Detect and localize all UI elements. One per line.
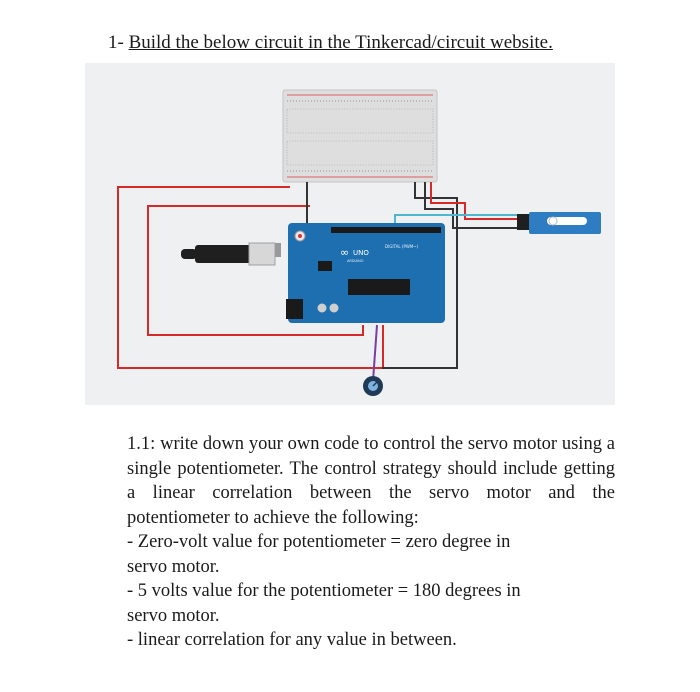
- instructions-text: 1.1: write down your own code to control…: [127, 432, 615, 653]
- wire-black-pot: [382, 182, 458, 369]
- bullet-item: - 5 volts value for the potentiometer = …: [127, 581, 521, 601]
- arduino-board: DIGITAL (PWM~) ∞ UNO ARDUINO: [273, 223, 445, 323]
- wire-red-inner: [147, 205, 364, 336]
- circuit-diagram: DIGITAL (PWM~) ∞ UNO ARDUINO: [85, 63, 615, 405]
- wire-red-servo: [430, 182, 517, 220]
- bullet-item: - Zero-volt value for potentiometer = ze…: [127, 532, 511, 552]
- potentiometer: [363, 376, 383, 396]
- heading-title: Build the below circuit in the Tinkercad…: [128, 32, 553, 53]
- task-paragraph: 1.1: write down your own code to control…: [127, 434, 615, 528]
- board-label: UNO: [353, 249, 369, 257]
- board-subtitle: DIGITAL (PWM~): [385, 244, 419, 249]
- servo-motor: [517, 212, 601, 234]
- usb-cable: [181, 242, 276, 266]
- section-heading: 1- Build the below circuit in the Tinker…: [108, 31, 553, 55]
- bullet-item-continuation: servo motor.: [127, 556, 220, 577]
- wire-purple-pot: [372, 324, 378, 382]
- board-brand: ARDUINO: [347, 259, 364, 263]
- infinity-logo-icon: ∞: [340, 246, 349, 259]
- bullet-item: - linear correlation for any value in be…: [127, 630, 457, 650]
- wire-red-outer: [117, 186, 384, 369]
- breadboard: [282, 89, 438, 183]
- bullet-item-continuation: servo motor.: [127, 605, 220, 626]
- heading-number: 1-: [108, 32, 124, 53]
- wire-black-servo: [424, 182, 517, 229]
